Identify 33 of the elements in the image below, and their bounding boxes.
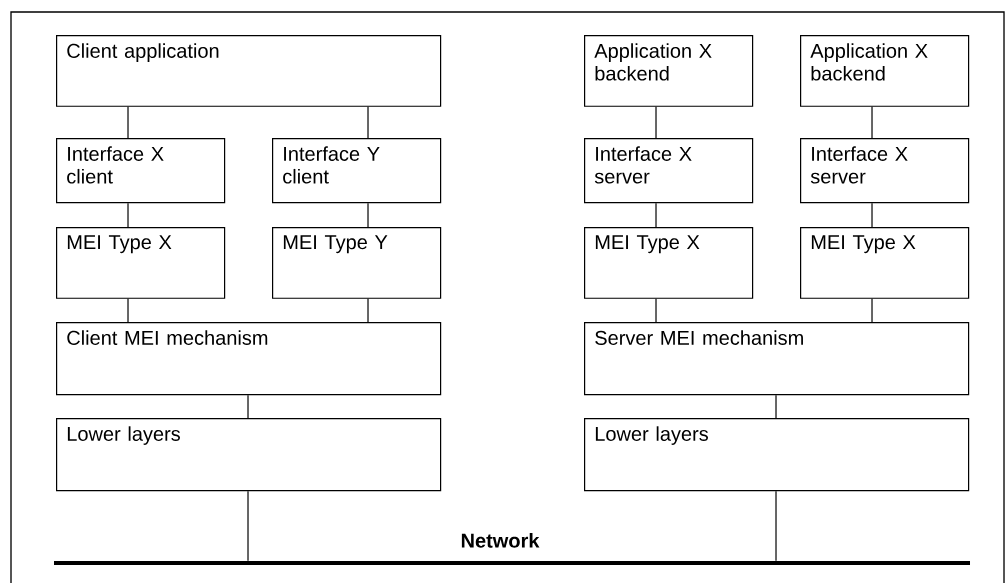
layer-box: MEI Type X [800, 227, 970, 299]
connector-line [367, 298, 369, 323]
connector-line [871, 298, 873, 323]
connector-line [775, 394, 777, 419]
connector-line [871, 202, 873, 228]
layer-box: Interface X server [584, 138, 754, 204]
connector-line [655, 298, 657, 323]
connector-line [655, 202, 657, 228]
layer-box: Application X backend [800, 35, 970, 107]
connector-line [367, 202, 369, 228]
layer-box: MEI Type X [56, 227, 226, 299]
layer-box: MEI Type X [584, 227, 754, 299]
connector-line [775, 490, 777, 562]
layer-box: Client application [56, 35, 442, 107]
layer-box: Client MEI mechanism [56, 322, 442, 396]
connector-line [655, 106, 657, 139]
layer-box: Server MEI mechanism [584, 322, 970, 396]
layer-box: Lower layers [584, 418, 970, 492]
connector-line [127, 202, 129, 228]
layer-box: Lower layers [56, 418, 442, 492]
connector-line [127, 106, 129, 139]
layer-box: Interface Y client [272, 138, 442, 204]
layer-box: MEI Type Y [272, 227, 442, 299]
layer-box: Application X backend [584, 35, 754, 107]
layer-box: Interface X client [56, 138, 226, 204]
layer-box: Interface X server [800, 138, 970, 204]
connector-line [247, 490, 249, 562]
node-label: Network [461, 533, 540, 548]
network-bar: Network [54, 533, 970, 565]
connector-line [127, 298, 129, 323]
connector-line [871, 106, 873, 139]
connector-line [367, 106, 369, 139]
connector-line [247, 394, 249, 419]
